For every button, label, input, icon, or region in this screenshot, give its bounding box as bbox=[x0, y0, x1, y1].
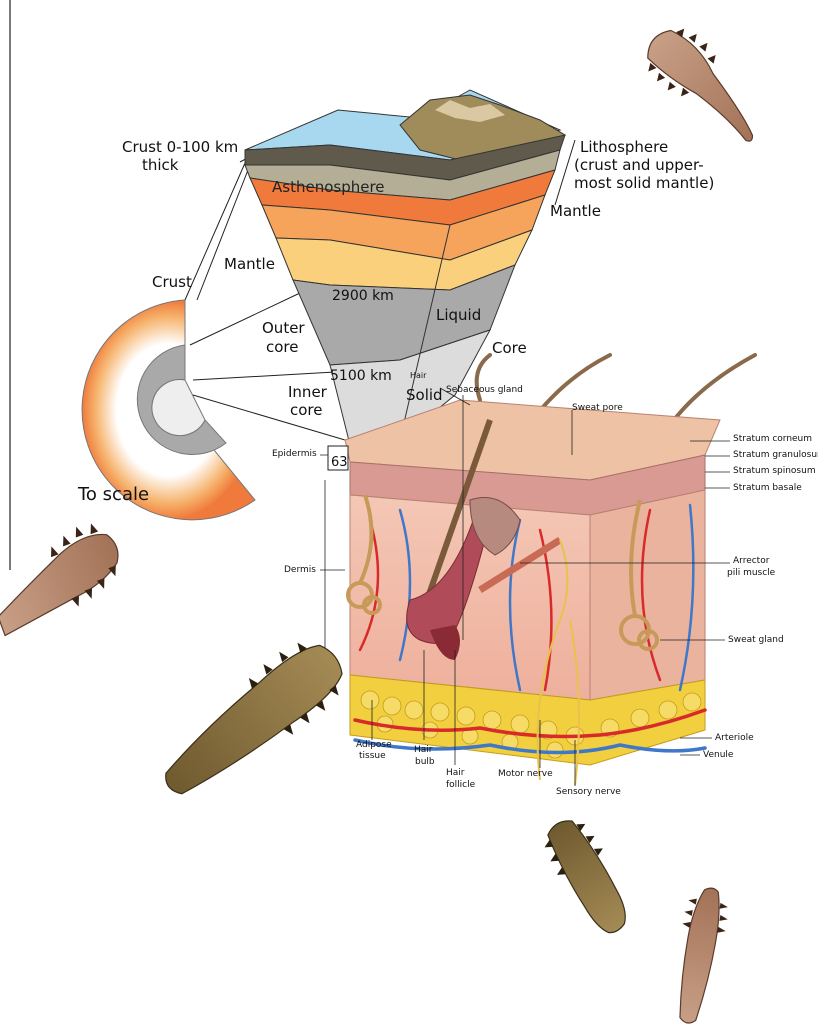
epidermis-label: Epidermis bbox=[272, 449, 317, 459]
core-label: Core bbox=[492, 339, 527, 357]
arrector-label-2: pili muscle bbox=[727, 568, 776, 578]
mite-bottom-right bbox=[665, 884, 732, 1026]
stratum-corneum-label: Stratum corneum bbox=[733, 434, 812, 444]
depth-2900-label: 2900 km bbox=[332, 288, 394, 304]
motor-nerve-label: Motor nerve bbox=[498, 769, 553, 779]
stratum-granulosum-label: Stratum granulosum bbox=[733, 450, 818, 460]
sweat-pore-label: Sweat pore bbox=[572, 403, 623, 413]
hair-follicle-label-2: follicle bbox=[446, 780, 476, 790]
crust-left-label: Crust bbox=[152, 273, 192, 291]
hair-bulb-label-2: bulb bbox=[415, 757, 435, 767]
mite-top-right bbox=[634, 15, 781, 152]
arteriole-label: Arteriole bbox=[715, 733, 754, 743]
lithosphere-label-2: (crust and upper- bbox=[574, 156, 704, 174]
adipose-label-2: tissue bbox=[359, 751, 386, 761]
sweat-gland-label: Sweat gland bbox=[728, 635, 784, 645]
venule-label: Venule bbox=[703, 750, 734, 760]
mite-large-dark bbox=[145, 627, 357, 816]
sebaceous-gland-label: Sebaceous gland bbox=[446, 385, 523, 395]
to-scale-label: To scale bbox=[77, 484, 149, 505]
arrector-label-1: Arrector bbox=[733, 556, 770, 566]
outer-core-label-2: core bbox=[266, 338, 299, 356]
dermis-label: Dermis bbox=[284, 565, 316, 575]
lithosphere-label-1: Lithosphere bbox=[580, 138, 668, 156]
mite-left bbox=[0, 516, 132, 635]
inner-core-label-1: Inner bbox=[288, 383, 328, 401]
depth-5100-label: 5100 km bbox=[330, 368, 392, 384]
hair-follicle-label-1: Hair bbox=[446, 768, 465, 778]
mantle-right-label: Mantle bbox=[550, 202, 601, 220]
outer-core-label-1: Outer bbox=[262, 319, 305, 337]
stratum-basale-label: Stratum basale bbox=[733, 483, 802, 493]
crust-thickness-label: Crust 0-100 km bbox=[122, 138, 238, 156]
sensory-nerve-label: Sensory nerve bbox=[556, 787, 621, 797]
solid-label: Solid bbox=[406, 386, 443, 404]
mantle-left-label: Mantle bbox=[224, 255, 275, 273]
liquid-label: Liquid bbox=[436, 306, 481, 324]
lithosphere-label-3: most solid mantle) bbox=[574, 174, 714, 192]
asthenosphere-label: Asthenosphere bbox=[272, 178, 385, 196]
adipose-label-1: Adipose bbox=[356, 740, 392, 750]
crust-thickness-label-2: thick bbox=[142, 156, 179, 174]
partial-number-63: 63 bbox=[331, 455, 348, 470]
mite-bottom-dark bbox=[535, 810, 642, 943]
inner-core-label-2: core bbox=[290, 401, 323, 419]
stratum-spinosum-label: Stratum spinosum bbox=[733, 466, 816, 476]
hair-bulb-label-1: Hair bbox=[414, 745, 433, 755]
hair-label: Hair bbox=[410, 371, 427, 380]
